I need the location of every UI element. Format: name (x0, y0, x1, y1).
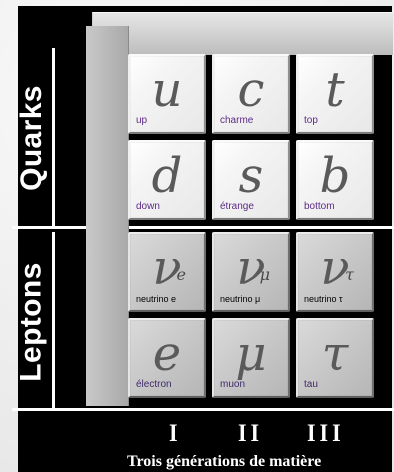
particle-name: tau (304, 379, 318, 390)
particle-cell-neutrino-tau: ν τ neutrino τ (296, 232, 374, 312)
particle-cell-up: u up (128, 54, 206, 134)
particle-symbol: ν (298, 240, 372, 296)
particle-name: neutrino μ (220, 294, 260, 304)
generation-marker: II (238, 418, 263, 448)
particle-subscript: e (177, 265, 186, 284)
diagram-caption: Trois générations de matière (127, 452, 392, 472)
particle-cell-electron: e électron (128, 318, 206, 398)
particle-name: down (136, 201, 160, 212)
particle-name: bottom (304, 201, 335, 212)
particle-name: muon (220, 379, 245, 390)
particle-name: électron (136, 379, 172, 390)
quarks-label: Quarks (12, 48, 52, 228)
particle-symbol: e (130, 326, 204, 382)
particle-symbol: s (214, 148, 288, 204)
generation-marker: III (307, 418, 345, 448)
particle-name: up (136, 115, 147, 126)
particle-cell-down: d down (128, 140, 206, 220)
leptons-label: Leptons (12, 232, 52, 412)
particle-symbol: u (130, 62, 204, 118)
particle-name: étrange (220, 201, 254, 212)
particle-subscript: τ (345, 265, 354, 284)
generation-marker: I (169, 418, 182, 448)
particle-cell-neutrino-mu: ν μ neutrino μ (212, 232, 290, 312)
particle-cube-grid: u up c charme t top d down s étrange b b… (86, 12, 392, 410)
quarks-rail (52, 48, 55, 226)
particle-symbol: d (130, 148, 204, 204)
particle-name: top (304, 115, 318, 126)
particle-name: neutrino τ (304, 294, 343, 304)
particle-symbol: t (298, 62, 372, 118)
particle-name: neutrino e (136, 294, 176, 304)
particle-cell-muon: μ muon (212, 318, 290, 398)
particle-cell-tau: τ tau (296, 318, 374, 398)
leptons-rail (52, 232, 55, 408)
particle-cell-charme: c charme (212, 54, 290, 134)
particle-cell-top: t top (296, 54, 374, 134)
particle-cell-etrange: s étrange (212, 140, 290, 220)
particle-symbol: c (214, 62, 288, 118)
particle-symbol: ν (130, 240, 204, 296)
particle-symbol: μ (214, 326, 288, 382)
particle-name: charme (220, 115, 253, 126)
particle-cell-neutrino-e: ν e neutrino e (128, 232, 206, 312)
cube-left-face (86, 26, 129, 406)
particle-symbol: b (298, 148, 372, 204)
particle-symbol: τ (298, 326, 372, 382)
particle-subscript: μ (260, 265, 270, 284)
particle-symbol: ν (214, 240, 288, 296)
particle-cell-bottom: b bottom (296, 140, 374, 220)
generation-markers: I II III (150, 416, 394, 450)
cube-top-face (92, 12, 393, 55)
